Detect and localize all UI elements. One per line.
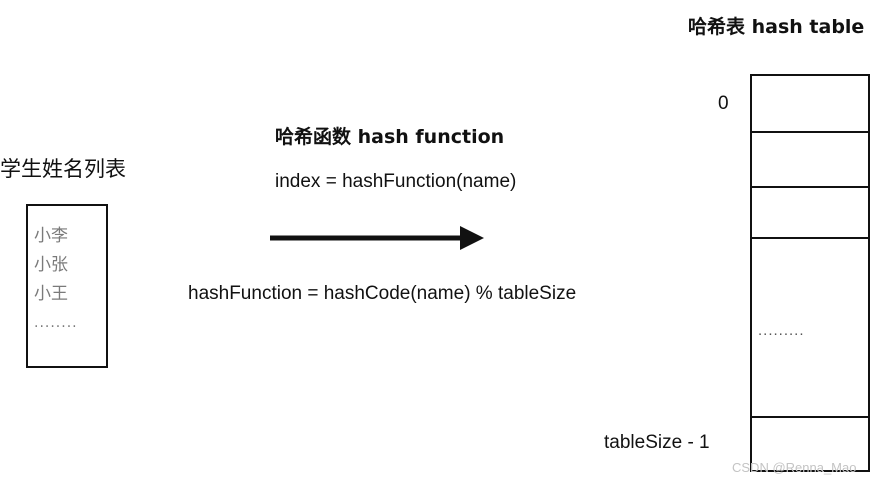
table-ellipsis: ......... <box>758 322 805 339</box>
slot-divider <box>752 416 868 418</box>
list-ellipsis: ........ <box>34 315 78 331</box>
hash-table-title: 哈希表 hash table <box>688 16 865 38</box>
hash-table: ......... <box>750 74 870 472</box>
first-index-label: 0 <box>718 93 729 114</box>
index-formula: index = hashFunction(name) <box>275 171 517 192</box>
slot-divider <box>752 131 868 133</box>
watermark: CSDN @Renna_Mao <box>732 460 857 475</box>
hash-function-title: 哈希函数 hash function <box>275 126 505 148</box>
student-list-title: 学生姓名列表 <box>0 157 126 181</box>
student-list-box: 小李 小张 小王 ........ <box>26 204 108 368</box>
list-item: 小李 <box>34 226 68 246</box>
hash-formula: hashFunction = hashCode(name) % tableSiz… <box>188 283 577 304</box>
mapping-arrow-icon <box>270 226 484 250</box>
list-item: 小张 <box>34 255 68 275</box>
slot-divider <box>752 186 868 188</box>
list-item: 小王 <box>34 284 68 304</box>
slot-divider <box>752 237 868 239</box>
student-list-items: 小李 小张 小王 ........ <box>34 222 78 338</box>
last-index-label: tableSize - 1 <box>604 432 710 453</box>
